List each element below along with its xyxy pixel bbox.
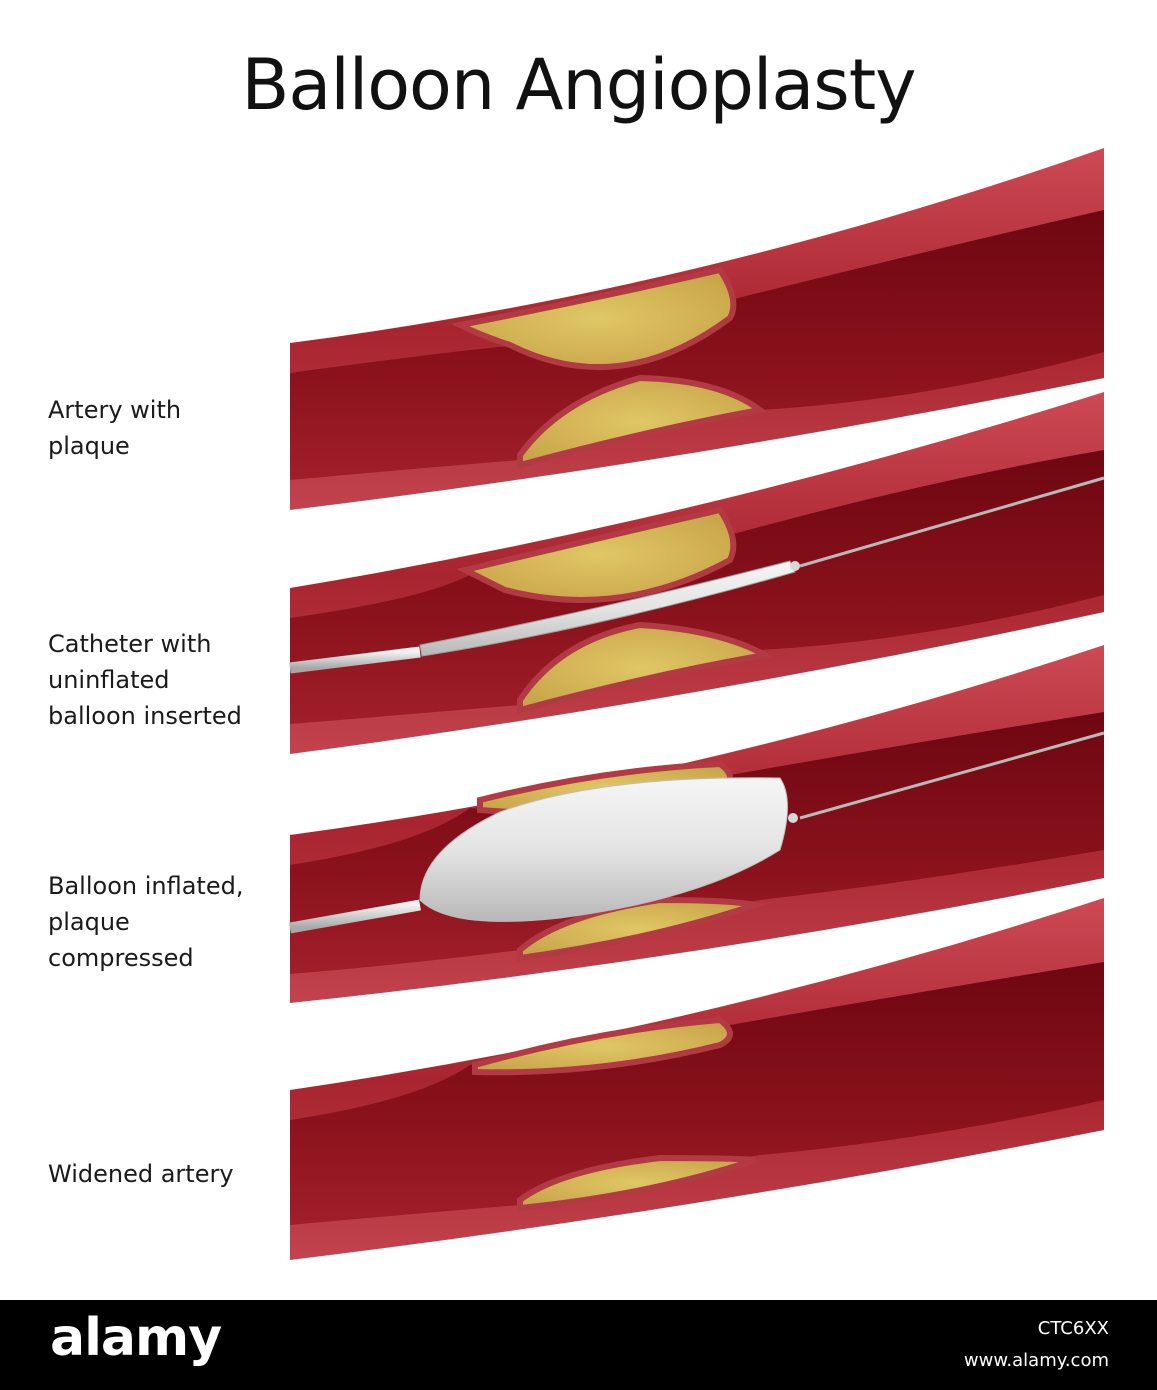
guide-wire-2 [799, 476, 1105, 568]
stage-1-line-2: plaque [48, 432, 130, 460]
artery-stage-1 [290, 148, 1104, 510]
artery-1-lumen [290, 210, 1104, 480]
catheter-tip-2 [790, 561, 800, 571]
stage-3-line-1: Balloon inflated, [48, 872, 244, 900]
artery-4-lumen [290, 962, 1104, 1225]
stage-2-line-1: Catheter with [48, 630, 212, 658]
watermark-footer: alamy CTC6XX www.alamy.com [0, 1300, 1157, 1390]
stage-3-line-2: plaque [48, 908, 130, 936]
plaque-1-bottom [517, 374, 768, 469]
plaque-3-bottom [517, 896, 767, 962]
alamy-logo: alamy [50, 1308, 222, 1368]
footer-url: www.alamy.com [963, 1350, 1109, 1371]
plaque-4-bottom [517, 1154, 756, 1212]
stage-label-2: Catheter with uninflated balloon inserte… [48, 626, 278, 734]
catheter-3 [289, 899, 421, 934]
angioplasty-illustration [289, 148, 1105, 1260]
artery-stage-4 [290, 898, 1104, 1260]
stage-2-line-3: balloon inserted [48, 702, 242, 730]
catheter-2 [289, 646, 421, 674]
stage-label-1: Artery with plaque [48, 392, 278, 464]
artery-stage-2 [289, 392, 1105, 754]
stage-3-line-3: compressed [48, 944, 194, 972]
image-id: CTC6XX [1037, 1318, 1109, 1339]
stage-label-3: Balloon inflated, plaque compressed [48, 868, 278, 976]
plaque-1-top [450, 266, 737, 370]
diagram-title: Balloon Angioplasty [241, 44, 916, 126]
stage-2-line-2: uninflated [48, 666, 170, 694]
artery-stage-3 [289, 645, 1105, 1003]
uninflated-balloon [419, 560, 796, 657]
guide-wire-3 [799, 731, 1105, 820]
stage-label-4: Widened artery [48, 1156, 278, 1192]
plaque-4-top [472, 1016, 733, 1076]
inflated-balloon [419, 777, 788, 922]
stage-1-line-1: Artery with [48, 396, 182, 424]
plaque-2-bottom [517, 621, 774, 714]
plaque-2-top [456, 506, 737, 603]
stage-4-line-1: Widened artery [48, 1160, 234, 1188]
catheter-tip-3 [788, 813, 798, 823]
